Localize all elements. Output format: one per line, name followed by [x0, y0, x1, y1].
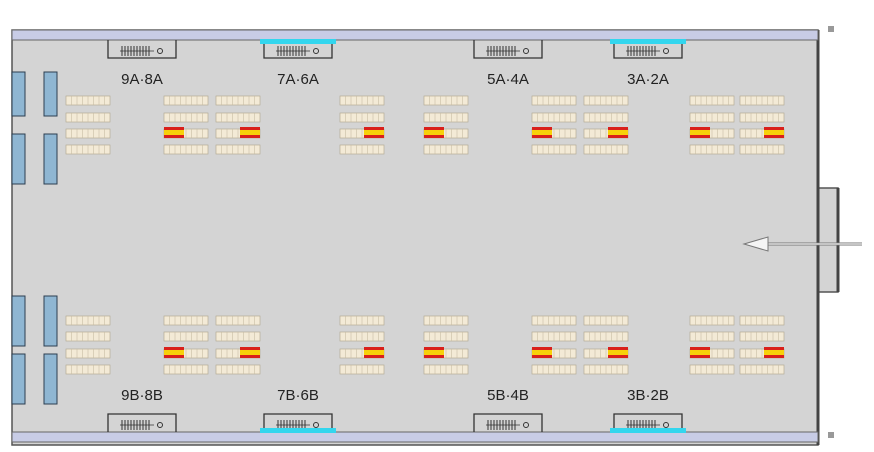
seat-block-top-1 — [163, 95, 209, 155]
gate-frame — [613, 413, 683, 432]
flag-band — [424, 130, 444, 135]
flag-band — [764, 350, 784, 355]
flag-band — [764, 130, 784, 135]
side-panel — [43, 133, 58, 185]
gate-9a-8a: 9A·8A — [107, 40, 177, 88]
gate-9b-8b: 9B·8B — [107, 387, 177, 432]
flag-band — [364, 130, 384, 135]
gate-label: 5A·4A — [487, 71, 529, 88]
gate-frame — [263, 413, 333, 432]
flag-band — [364, 350, 384, 355]
turnstile-knob — [663, 422, 669, 428]
gate-label: 7B·6B — [277, 387, 319, 404]
turnstile-knob — [523, 422, 529, 428]
flag-band — [608, 350, 628, 355]
side-panel — [43, 353, 58, 405]
gate-label: 3B·2B — [627, 387, 669, 404]
gate-label: 9B·8B — [121, 387, 163, 404]
corner-mark — [828, 26, 834, 32]
side-panels — [11, 71, 58, 405]
flag-band — [690, 130, 710, 135]
gate-frame — [107, 40, 177, 59]
gate-label: 9A·8A — [121, 71, 163, 88]
flag-band — [240, 130, 260, 135]
seat-block-bottom-7 — [689, 315, 735, 375]
turnstile-knob — [313, 48, 319, 54]
seat-block-bottom-8 — [739, 315, 785, 375]
gates: 9A·8A 7A·6A 5A·4A 3A·2A 9B·8B 7B·6B 5B·4B 3B·2B — [107, 39, 686, 433]
gate-3a-2a: 3A·2A — [610, 39, 686, 88]
turnstile-knob — [313, 422, 319, 428]
side-panel — [11, 295, 26, 347]
seat-block-top-3 — [339, 95, 385, 155]
flag-band — [164, 130, 184, 135]
flag-band — [532, 130, 552, 135]
side-panel — [11, 353, 26, 405]
seat-block-bottom-1 — [163, 315, 209, 375]
gate-highlight — [260, 39, 336, 44]
seat-block-top-8 — [739, 95, 785, 155]
gate-label: 7A·6A — [277, 71, 319, 88]
bottom-wall — [11, 431, 819, 443]
top-wall — [11, 29, 819, 41]
seat-block-top-6 — [583, 95, 629, 155]
gate-7b-6b: 7B·6B — [260, 387, 336, 433]
side-panel — [11, 133, 26, 185]
flag-band — [690, 350, 710, 355]
seat-block-bottom-4 — [423, 315, 469, 375]
seat-block-top-0 — [65, 95, 111, 155]
side-panel — [11, 71, 26, 117]
gate-frame — [473, 413, 543, 432]
gate-3b-2b: 3B·2B — [610, 387, 686, 433]
flag-band — [424, 350, 444, 355]
corner-mark — [828, 432, 834, 438]
seat-block-top-2 — [215, 95, 261, 155]
side-panel — [43, 295, 58, 347]
gate-5a-4a: 5A·4A — [473, 40, 543, 88]
seat-block-top-4 — [423, 95, 469, 155]
side-panel — [43, 71, 58, 117]
gate-label: 3A·2A — [627, 71, 669, 88]
gate-frame — [263, 40, 333, 59]
flag-band — [164, 350, 184, 355]
gate-5b-4b: 5B·4B — [473, 387, 543, 432]
gate-frame — [473, 40, 543, 59]
seat-block-bottom-0 — [65, 315, 111, 375]
flag-band — [532, 350, 552, 355]
seat-block-bottom-5 — [531, 315, 577, 375]
turnstile-knob — [157, 48, 163, 54]
gate-highlight — [610, 428, 686, 433]
gate-highlight — [610, 39, 686, 44]
gate-frame — [107, 413, 177, 432]
turnstile-knob — [523, 48, 529, 54]
gate-highlight — [260, 428, 336, 433]
turnstile-knob — [663, 48, 669, 54]
turnstile-knob — [157, 422, 163, 428]
entrance-arrow-icon — [742, 236, 862, 252]
seat-block-top-5 — [531, 95, 577, 155]
seat-block-bottom-6 — [583, 315, 629, 375]
gate-label: 5B·4B — [487, 387, 529, 404]
seat-block-top-7 — [689, 95, 735, 155]
seating-sections — [65, 95, 785, 375]
gate-frame — [613, 40, 683, 59]
flag-band — [240, 350, 260, 355]
gate-7a-6a: 7A·6A — [260, 39, 336, 88]
hall-floor — [11, 29, 839, 446]
flag-band — [608, 130, 628, 135]
seat-block-bottom-2 — [215, 315, 261, 375]
seat-block-bottom-3 — [339, 315, 385, 375]
